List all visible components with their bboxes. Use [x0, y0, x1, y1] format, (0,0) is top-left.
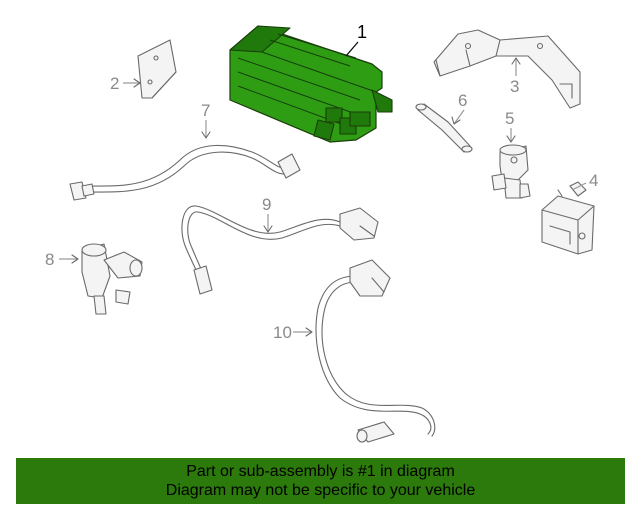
arrow-10: [305, 327, 313, 337]
leader-4: [571, 182, 587, 191]
part-6-hose[interactable]: [415, 103, 473, 153]
part-9-sensor[interactable]: [181, 205, 379, 295]
leader-1: [345, 41, 359, 57]
callout-2: 2: [110, 74, 119, 93]
banner-line-1: Part or sub-assembly is #1 in diagram: [186, 463, 455, 480]
part-5-valve[interactable]: [491, 144, 531, 199]
arrow-5: [506, 135, 516, 143]
part-10-sensor[interactable]: [315, 259, 436, 443]
part-4-sensor[interactable]: [541, 181, 595, 255]
parts-diagram: 1 2 3 4 5: [45, 22, 598, 443]
banner-line-2: Diagram may not be specific to your vehi…: [165, 482, 476, 499]
callout-7: 7: [201, 101, 210, 120]
callout-8: 8: [45, 250, 54, 269]
part-7-hose[interactable]: [69, 144, 301, 201]
part-3-bracket[interactable]: [433, 29, 581, 109]
callout-9: 9: [262, 195, 271, 214]
part-2-bracket[interactable]: [137, 39, 177, 99]
part-1-canister[interactable]: [229, 25, 393, 143]
arrow-2: [133, 78, 141, 88]
callout-10: 10: [273, 323, 292, 342]
arrow-6: [451, 116, 461, 125]
callout-3: 3: [510, 77, 519, 96]
callout-1: 1: [357, 22, 367, 42]
callout-6: 6: [458, 91, 467, 110]
arrow-8: [71, 254, 79, 264]
arrow-7: [201, 131, 211, 139]
arrow-3: [511, 57, 521, 65]
info-banner: Part or sub-assembly is #1 in diagram Di…: [16, 458, 625, 504]
leader-6: [453, 109, 465, 125]
callout-5: 5: [505, 109, 514, 128]
callout-4: 4: [589, 171, 598, 190]
part-8-valve[interactable]: [81, 243, 143, 315]
arrow-9: [263, 225, 273, 233]
